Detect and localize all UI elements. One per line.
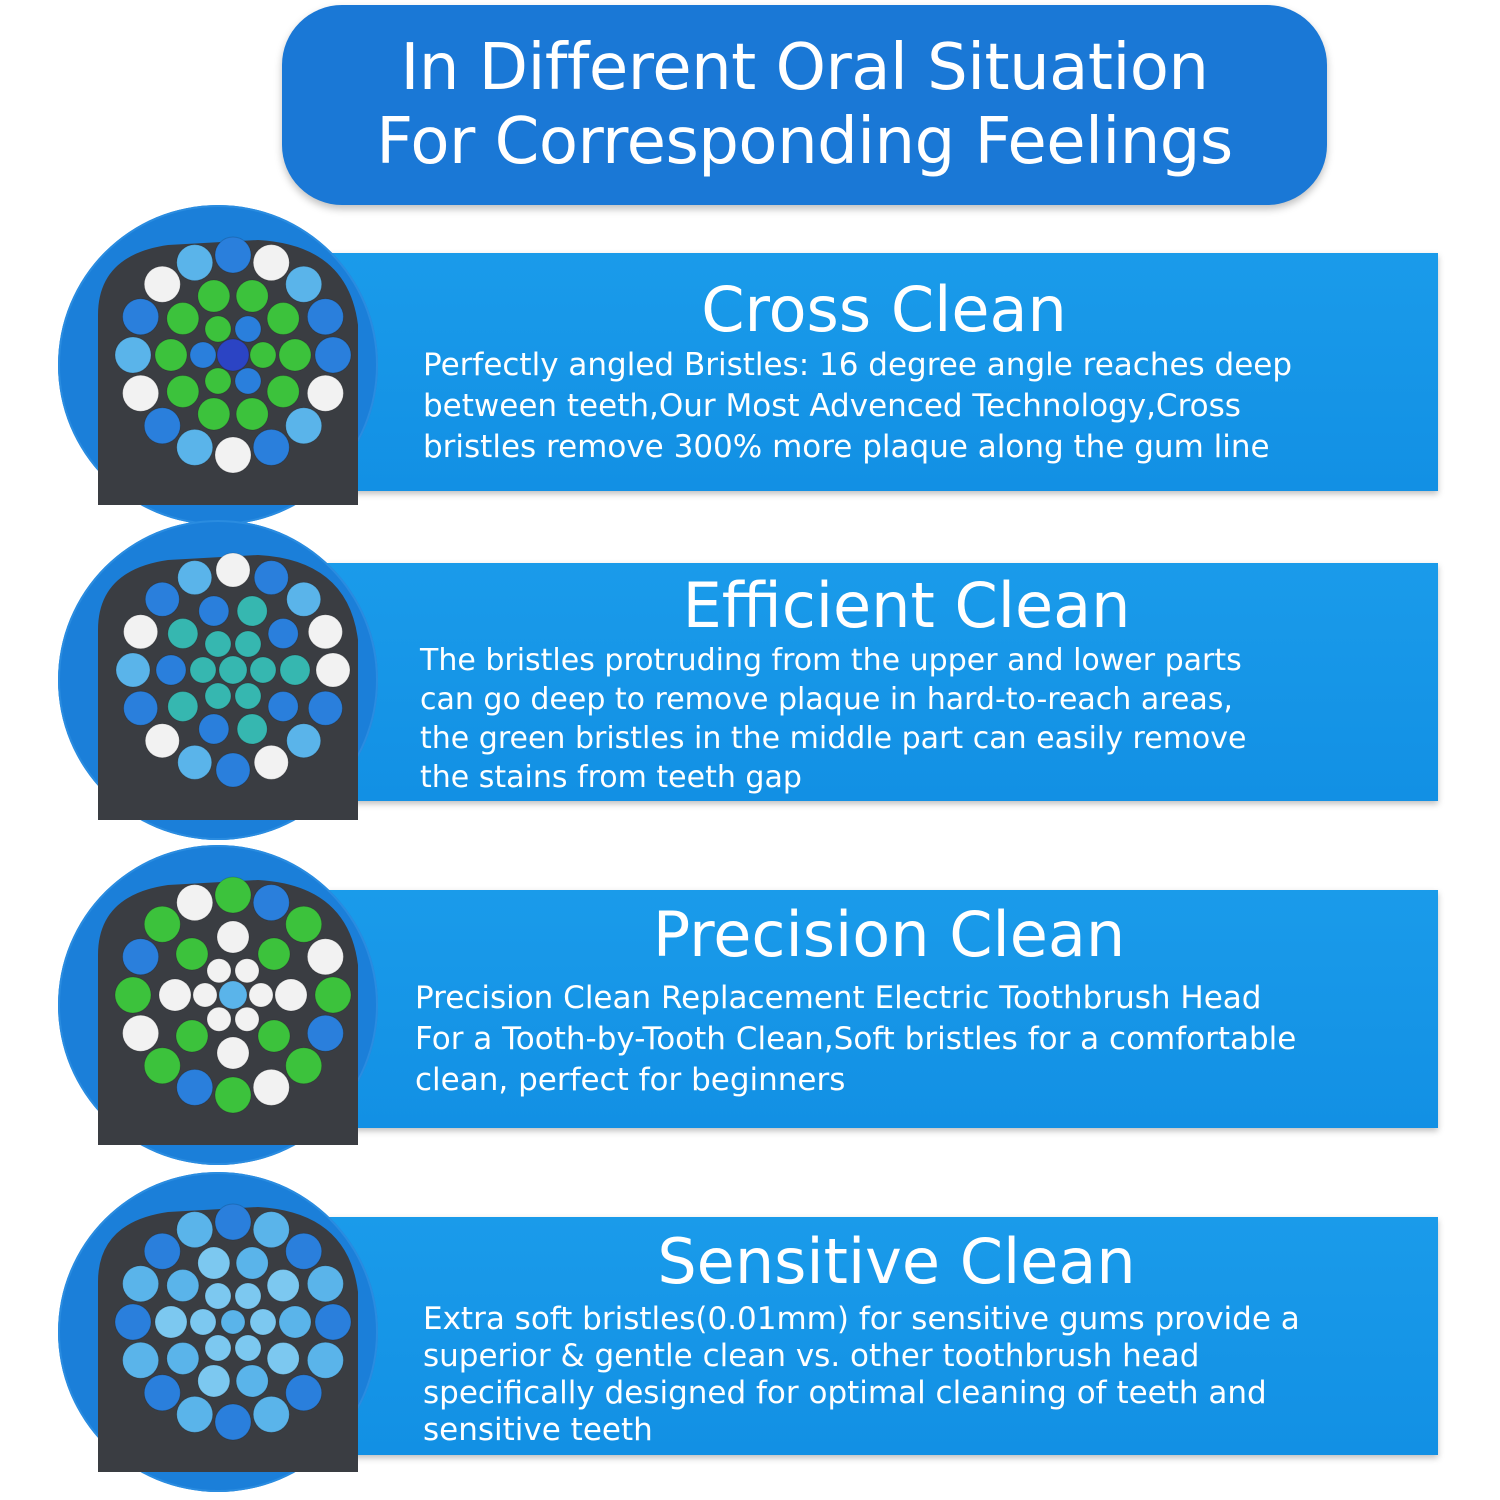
feature-panel-cross-clean: Cross Clean Perfectly angled Bristles: 1… [300,253,1438,491]
feature-title: Precision Clean [652,898,1126,971]
efficient-clean-brush-head-icon [58,520,378,840]
sensitive-clean-brush-head-icon [58,1172,378,1492]
header-title-line-1: In Different Oral Situation [400,31,1209,105]
feature-title: Sensitive Clean [657,1225,1136,1298]
feature-description: Perfectly angled Bristles: 16 degree ang… [423,347,1293,465]
feature-description: The bristles protruding from the upper a… [420,643,1247,795]
feature-panel-precision-clean: Precision Clean Precision Clean Replacem… [300,890,1438,1128]
feature-title: Cross Clean [701,273,1067,346]
header-banner: In Different Oral Situation For Correspo… [282,5,1327,205]
header-title-line-2: For Corresponding Feelings [376,105,1233,179]
feature-description: Precision Clean Replacement Electric Too… [415,980,1297,1098]
feature-description: Extra soft bristles(0.01mm) for sensitiv… [423,1301,1300,1448]
precision-clean-brush-head-icon [58,845,378,1165]
cross-clean-brush-head-icon [58,205,378,525]
feature-panel-efficient-clean: Efficient Clean The bristles protruding … [300,563,1438,801]
feature-panel-sensitive-clean: Sensitive Clean Extra soft bristles(0.01… [300,1217,1438,1455]
feature-title: Efficient Clean [682,569,1131,642]
